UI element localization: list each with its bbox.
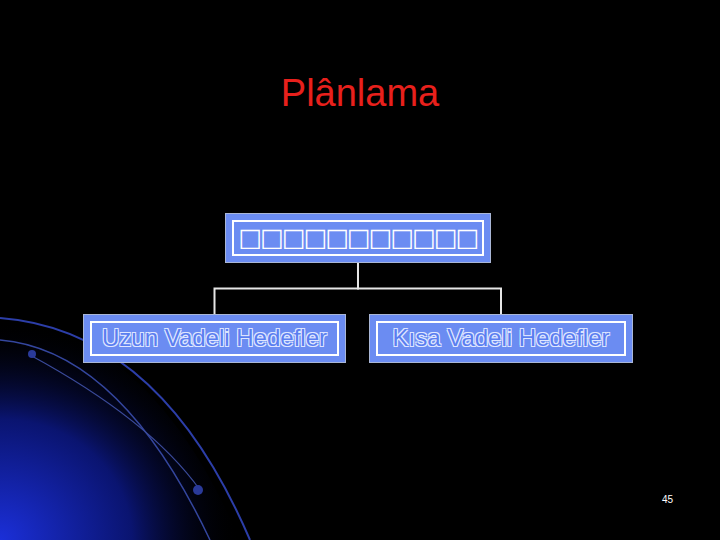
page-number: 45 [662, 494, 673, 505]
process-box: □□□□□□□□□□□ [225, 213, 490, 263]
tree-connector [215, 263, 358, 314]
process-box: Uzun Vadeli Hedefler [83, 314, 346, 363]
box-label: Kısa Vadeli Hedefler [392, 325, 609, 351]
process-box: Kısa Vadeli Hedefler [369, 314, 633, 363]
tree-connector [358, 263, 501, 314]
box-label: □□□□□□□□□□□ [238, 224, 477, 252]
slide-title: Plânlama [0, 72, 720, 115]
box-label: Uzun Vadeli Hedefler [102, 325, 327, 351]
